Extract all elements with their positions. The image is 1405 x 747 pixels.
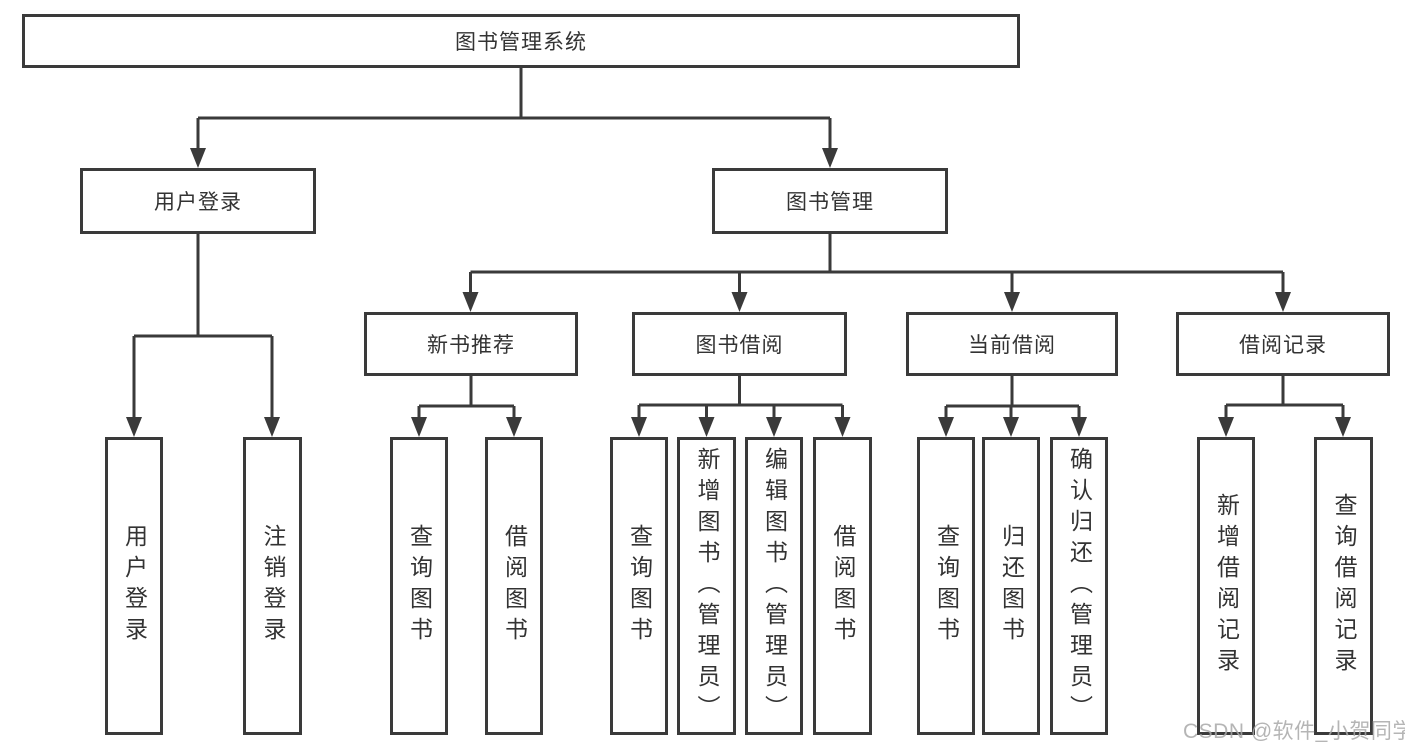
leaf-borrow-books-recommend: 借阅图书 — [485, 437, 543, 735]
node-label: 当前借阅 — [968, 334, 1056, 357]
leaf-label: 借阅图书 — [501, 524, 528, 648]
leaf-label: 查询图书 — [406, 524, 433, 648]
node-current-borrowing: 当前借阅 — [906, 312, 1118, 376]
node-book-borrowing: 图书借阅 — [632, 312, 847, 376]
connector-root-to-level2 — [196, 68, 832, 150]
node-root-library-system: 图书管理系统 — [22, 14, 1020, 68]
arrow-icon — [698, 417, 715, 437]
csdn-watermark: CSDN @软件_小贺同学 — [1183, 720, 1405, 743]
leaf-label: 编辑图书（管理员） — [761, 446, 788, 726]
arrow-icon — [766, 417, 782, 437]
connector-bookmgmt-to-level3 — [469, 234, 1285, 294]
arrow-icon — [462, 292, 479, 312]
arrow-icon — [506, 417, 522, 437]
arrow-icon — [834, 417, 851, 437]
leaf-query-books-recommend: 查询图书 — [390, 437, 448, 735]
arrow-icon — [411, 417, 427, 437]
leaf-label: 查询图书 — [933, 524, 960, 648]
node-label: 图书管理系统 — [455, 31, 587, 54]
leaf-query-books-borrow: 查询图书 — [610, 437, 668, 735]
leaf-edit-book-admin: 编辑图书（管理员） — [745, 437, 803, 735]
leaf-return-books: 归还图书 — [982, 437, 1040, 735]
node-label: 新书推荐 — [427, 334, 515, 357]
node-label: 借阅记录 — [1239, 334, 1327, 357]
leaf-label: 查询图书 — [626, 524, 653, 648]
leaf-add-borrow-record: 新增借阅记录 — [1197, 437, 1255, 735]
arrow-icon — [126, 417, 142, 437]
leaf-user-login: 用户登录 — [105, 437, 163, 735]
arrow-icon — [1335, 417, 1351, 437]
node-new-book-recommend: 新书推荐 — [364, 312, 578, 376]
arrow-icon — [1071, 417, 1087, 437]
leaf-borrow-books: 借阅图书 — [813, 437, 872, 735]
leaf-query-borrow-record: 查询借阅记录 — [1314, 437, 1373, 735]
arrow-icon — [1218, 417, 1234, 437]
leaf-add-book-admin: 新增图书（管理员） — [677, 437, 736, 735]
leaf-query-books-current: 查询图书 — [917, 437, 975, 735]
node-label: 图书管理 — [786, 191, 874, 214]
leaf-confirm-return-admin: 确认归还（管理员） — [1050, 437, 1108, 735]
arrow-icon — [938, 417, 954, 437]
leaf-logout: 注销登录 — [243, 437, 302, 735]
arrow-icon — [731, 292, 748, 312]
leaf-label: 归还图书 — [998, 524, 1025, 648]
node-label: 用户登录 — [154, 191, 242, 214]
connector-currentborrow-to-leaves — [944, 376, 1081, 419]
node-branch-user-login: 用户登录 — [80, 168, 316, 234]
leaf-label: 查询借阅记录 — [1331, 493, 1357, 679]
arrow-icon — [190, 148, 206, 168]
leaf-label: 新增借阅记录 — [1213, 493, 1240, 679]
connector-borrowrecords-to-leaves — [1224, 376, 1345, 419]
node-label: 图书借阅 — [695, 334, 784, 357]
arrow-icon — [264, 417, 280, 437]
leaf-label: 确认归还（管理员） — [1066, 446, 1093, 726]
connector-newbook-to-leaves — [417, 376, 516, 419]
arrow-icon — [631, 417, 647, 437]
arrow-icon — [1004, 292, 1020, 312]
connector-bookborrow-to-leaves — [637, 376, 844, 419]
leaf-label: 新增图书（管理员） — [694, 446, 720, 726]
connector-userlogin-to-leaves — [132, 234, 274, 419]
leaf-label: 用户登录 — [121, 524, 148, 648]
node-borrowing-records: 借阅记录 — [1176, 312, 1390, 376]
node-branch-book-management: 图书管理 — [712, 168, 948, 234]
arrowheads — [126, 148, 1351, 437]
arrow-icon — [1275, 292, 1291, 312]
arrow-icon — [822, 148, 838, 168]
leaf-label: 注销登录 — [260, 524, 286, 648]
arrow-icon — [1003, 417, 1019, 437]
leaf-label: 借阅图书 — [830, 524, 856, 648]
